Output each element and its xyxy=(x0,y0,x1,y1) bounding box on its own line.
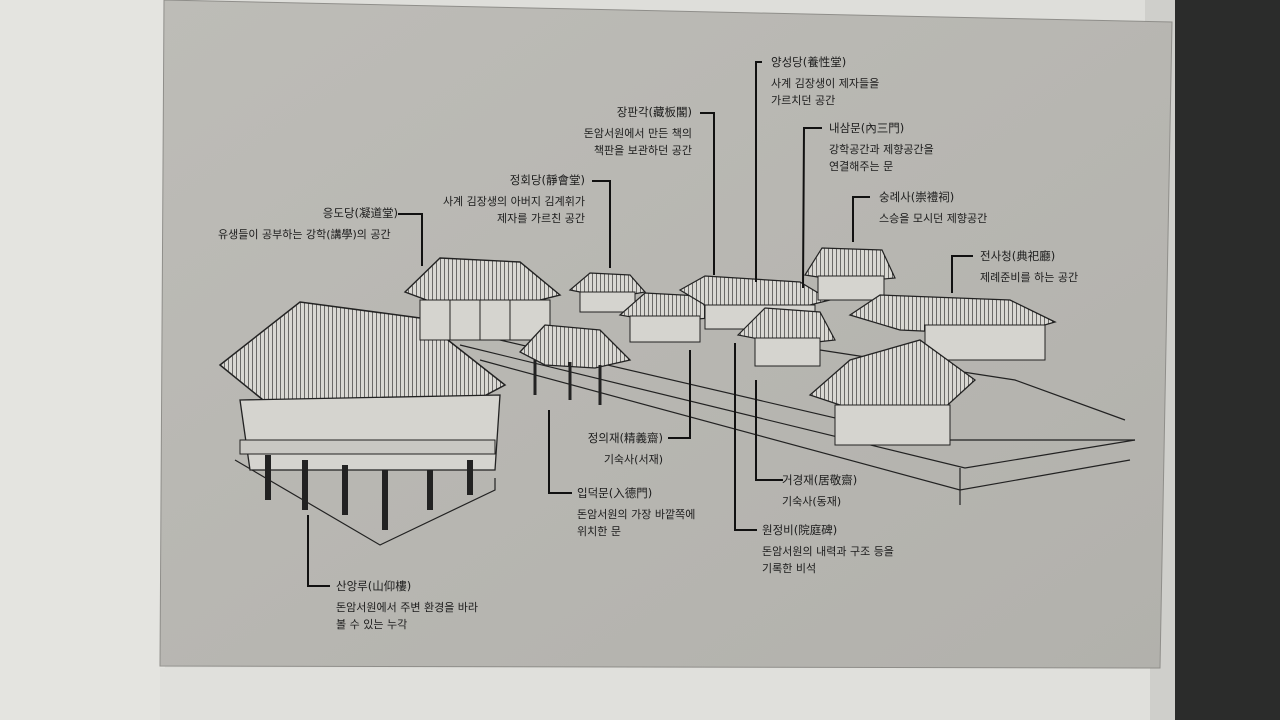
front-right-building xyxy=(808,339,977,446)
label-jeonsacheong: 전사청(典祀廳) 제례준비를 하는 공간 xyxy=(980,248,1078,286)
label-janpangak: 장판각(藏板閣) 돈암서원에서 만든 책의 책판을 보관하던 공간 xyxy=(560,104,692,159)
jeonguijae-title: 정의재(精義齋) xyxy=(587,431,663,445)
geogyeongjae-title: 거경재(居敬齋) xyxy=(782,473,858,487)
label-jeonghoedang: 정회당(靜會堂) 사계 김장생의 아버지 김계휘가 제자를 가르친 공간 xyxy=(400,172,585,227)
janpangak-desc-2: 책판을 보관하던 공간 xyxy=(593,144,692,157)
wonjeongbi-title: 원정비(院庭碑) xyxy=(762,523,838,537)
label-naesammun: 내삼문(內三門) 강학공간과 제향공간을 연결해주는 문 xyxy=(829,120,934,175)
sungnyesa-building xyxy=(804,247,896,301)
wonjeongbi-desc-2: 기록한 비석 xyxy=(762,562,817,575)
label-yangseongdang: 양성당(養性堂) 사계 김장생이 제자들을 가르치던 공간 xyxy=(771,54,879,109)
naesammun-desc-2: 연결해주는 문 xyxy=(829,160,894,173)
label-sungnyesa: 숭례사(崇禮祠) 스승을 모시던 제향공간 xyxy=(879,189,987,227)
sanangnu-desc-2: 볼 수 있는 누각 xyxy=(336,618,408,631)
ipdeokmun-desc-2: 위치한 문 xyxy=(577,525,621,538)
jeonsacheong-building xyxy=(848,294,1057,361)
yangseongdang-title: 양성당(養性堂) xyxy=(771,55,847,69)
yangseongdang-desc-1: 사계 김장생이 제자들을 xyxy=(771,77,880,90)
naesammun-title: 내삼문(內三門) xyxy=(829,121,905,135)
label-ipdeokmun: 입덕문(入德門) 돈암서원의 가장 바깥쪽에 위치한 문 xyxy=(577,485,695,540)
jeonguijae-desc-1: 기숙사(서재) xyxy=(603,453,663,466)
eungdodang-title: 응도당(凝道堂) xyxy=(322,206,398,220)
label-geogyeongjae: 거경재(居敬齋) 기숙사(동재) xyxy=(782,472,857,510)
janpangak-desc-1: 돈암서원에서 만든 책의 xyxy=(583,127,692,140)
jeonghoedang-title: 정회당(靜會堂) xyxy=(509,173,585,187)
label-eungdodang: 응도당(凝道堂) 유생들이 공부하는 강학(講學)의 공간 xyxy=(218,205,398,243)
eungdodang-desc-1: 유생들이 공부하는 강학(講學)의 공간 xyxy=(218,228,391,241)
eungdodang-building xyxy=(403,257,562,341)
naesammun-desc-1: 강학공간과 제향공간을 xyxy=(829,143,934,156)
sanangnu-title: 산앙루(山仰樓) xyxy=(336,579,412,593)
label-wonjeongbi: 원정비(院庭碑) 돈암서원의 내력과 구조 등을 기록한 비석 xyxy=(762,522,894,577)
jeonghoedang-desc-2: 제자를 가르친 공간 xyxy=(497,212,585,225)
ipdeokmun-gate xyxy=(518,324,632,405)
jeonguijae-building xyxy=(618,292,711,343)
label-jeonguijae: 정의재(精義齋) 기숙사(서재) xyxy=(575,430,663,468)
jeonghoedang-building xyxy=(568,272,647,313)
janpangak-title: 장판각(藏板閣) xyxy=(616,105,692,119)
yangseongdang-desc-2: 가르치던 공간 xyxy=(771,94,836,107)
jeonghoedang-desc-1: 사계 김장생의 아버지 김계휘가 xyxy=(442,195,585,208)
sanangnu-desc-1: 돈암서원에서 주변 환경을 바라 xyxy=(336,601,479,614)
yangseongdang-building xyxy=(678,275,832,330)
sungnyesa-desc-1: 스승을 모시던 제향공간 xyxy=(879,212,988,225)
wonjeongbi-desc-1: 돈암서원의 내력과 구조 등을 xyxy=(762,545,894,558)
label-sanangnu: 산앙루(山仰樓) 돈암서원에서 주변 환경을 바라 볼 수 있는 누각 xyxy=(336,578,478,633)
jeonsacheong-desc-1: 제례준비를 하는 공간 xyxy=(980,271,1079,284)
ipdeokmun-desc-1: 돈암서원의 가장 바깥쪽에 xyxy=(577,508,696,521)
sungnyesa-title: 숭례사(崇禮祠) xyxy=(879,190,955,204)
geogyeongjae-desc-1: 기숙사(동재) xyxy=(782,495,842,508)
geogyeongjae-building xyxy=(736,307,836,367)
jeonsacheong-title: 전사청(典祀廳) xyxy=(980,249,1056,263)
ipdeokmun-title: 입덕문(入德門) xyxy=(577,486,653,500)
